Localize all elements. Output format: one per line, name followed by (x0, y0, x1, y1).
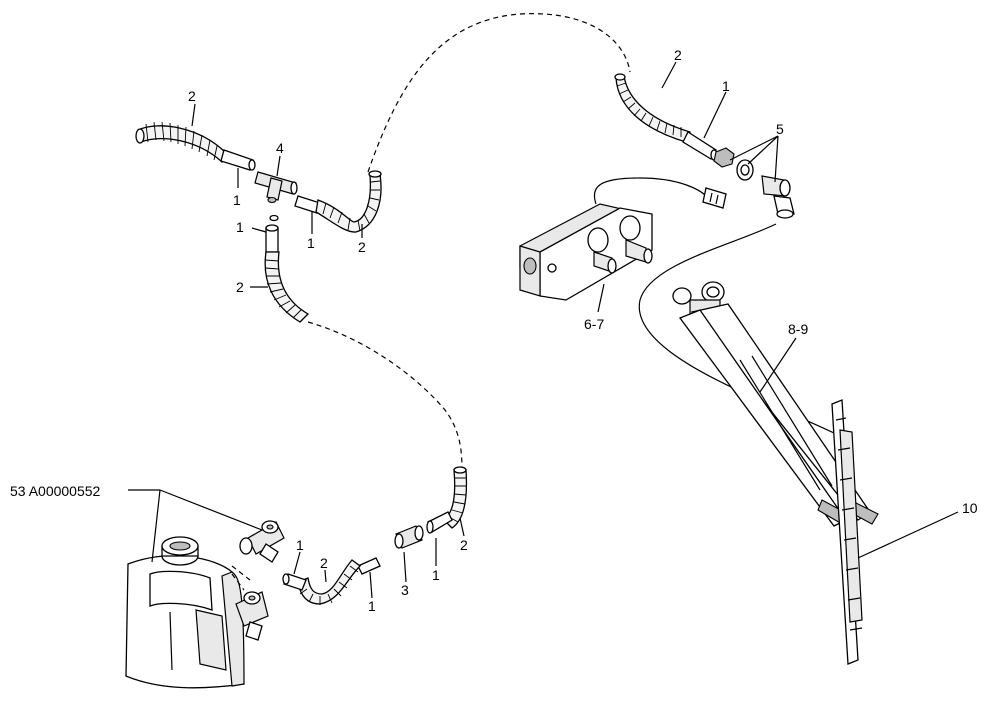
tube-fitting-1-d (682, 131, 718, 161)
pump-dashed-link (231, 565, 251, 591)
connector-3 (394, 525, 424, 549)
label-2-low-right: 2 (460, 537, 468, 553)
tube-fitting-1-f (357, 557, 381, 575)
tube-fitting-1-e (426, 511, 453, 534)
label-1-a: 1 (233, 192, 241, 208)
label-10: 10 (962, 500, 978, 516)
label-53-a00000552: 53 A00000552 (10, 483, 101, 499)
tube-fitting-1-g (282, 573, 307, 591)
label-3: 3 (401, 582, 409, 598)
label-5: 5 (776, 121, 784, 137)
label-2-low: 2 (320, 555, 328, 571)
label-1-c: 1 (236, 219, 244, 235)
label-2-mid: 2 (358, 239, 366, 255)
label-2-left: 2 (236, 279, 244, 295)
label-1-top-right: 1 (722, 78, 730, 94)
motor-cable (593, 177, 707, 205)
tube-fitting-1-a (220, 149, 256, 171)
cable-connector (702, 187, 727, 209)
hose-vertical-left (264, 251, 310, 323)
hose-lower-right (443, 466, 468, 529)
hose-route-dashed-top (367, 13, 631, 173)
label-6-7: 6-7 (584, 316, 604, 332)
wiper-arms-8-9 (672, 281, 879, 527)
hose-coil-low (295, 559, 361, 605)
label-2-top-right: 2 (674, 47, 682, 63)
wiper-blade-10 (831, 399, 863, 665)
label-1-f: 1 (432, 567, 440, 583)
wiper-motor-6-7 (519, 203, 653, 301)
hose-top-right (614, 73, 691, 143)
tube-fitting-1-c (265, 214, 279, 253)
label-4: 4 (276, 140, 284, 156)
label-2-top-left: 2 (188, 88, 196, 104)
hose-route-dashed-left (307, 321, 463, 471)
washer-pump-lower (235, 591, 269, 641)
nozzle-assembly-5 (713, 147, 795, 219)
washer-reservoir-53 (125, 536, 245, 689)
washer-pump-upper (239, 520, 285, 563)
label-1-b: 1 (307, 235, 315, 251)
leader-lines (128, 61, 959, 599)
hose-top-left (135, 121, 226, 164)
tee-connector-4 (254, 171, 298, 204)
label-8-9: 8-9 (788, 321, 808, 337)
label-1-d: 1 (296, 537, 304, 553)
label-1-e: 1 (368, 598, 376, 614)
hose-coil-mid (315, 170, 382, 233)
